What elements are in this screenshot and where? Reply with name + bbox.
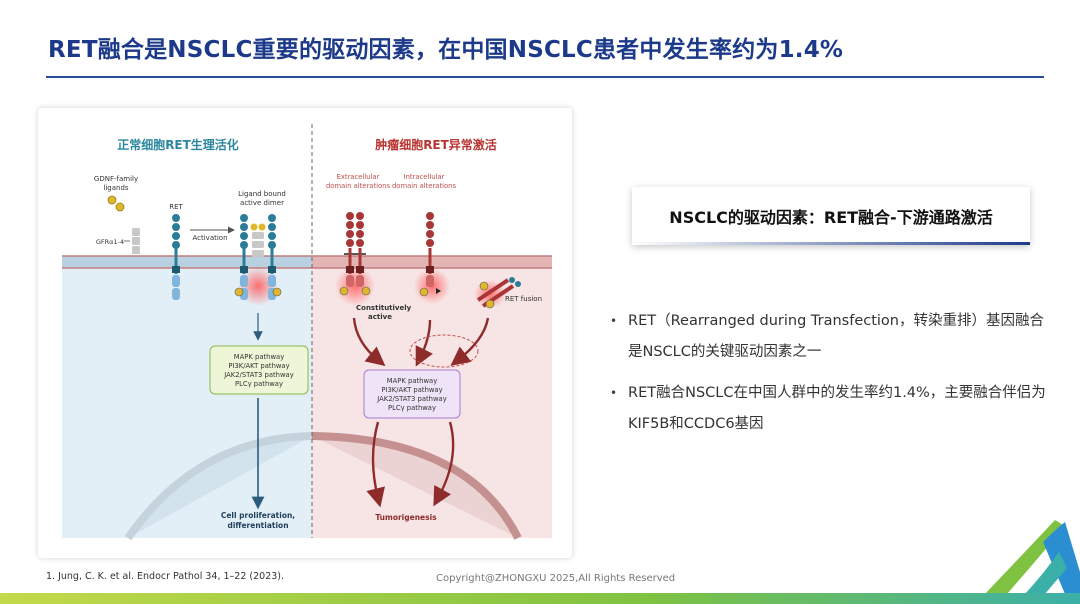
normal-nucleus <box>124 432 313 541</box>
normal-pathway-box <box>209 345 309 395</box>
svg-text:GFRα1-4: GFRα1-4 <box>96 238 124 246</box>
svg-text:MAPK pathway: MAPK pathway <box>234 353 284 361</box>
ligand-dot <box>107 195 117 205</box>
svg-text:JAK2/STAT3 pathway: JAK2/STAT3 pathway <box>223 371 294 379</box>
svg-text:active dimer: active dimer <box>240 199 284 207</box>
svg-text:Intracellular: Intracellular <box>404 173 445 181</box>
svg-text:Ligand bound: Ligand bound <box>238 190 286 198</box>
svg-text:Extracellular: Extracellular <box>337 173 380 181</box>
copyright-notice: Copyright@ZHONGXU 2025,All Rights Reserv… <box>436 573 676 584</box>
callout-text: NSCLC的驱动因素：RET融合-下游通路激活 <box>669 208 993 227</box>
tumor-pathway-box <box>363 369 461 419</box>
footer-band <box>0 593 1080 604</box>
svg-text:Tumorigenesis: Tumorigenesis <box>375 513 437 522</box>
slide-title: RET融合是NSCLC重要的驱动因素，在中国NSCLC患者中发生率约为1.4% <box>48 37 844 63</box>
svg-text:MAPK pathway: MAPK pathway <box>387 377 437 385</box>
reference-citation: 1. Jung, C. K. et al. Endocr Pathol 34, … <box>46 571 285 582</box>
mutant-ret-monomer <box>414 212 450 304</box>
tumor-nucleus <box>311 432 522 540</box>
gfr-coreceptor <box>132 228 140 236</box>
svg-text:PI3K/AKT pathway: PI3K/AKT pathway <box>228 362 289 370</box>
bullet-item: RET（Rearranged during Transfection，转染重排）… <box>608 306 1048 368</box>
ret-monomer <box>172 214 180 249</box>
svg-text:PLCγ pathway: PLCγ pathway <box>235 380 283 388</box>
tumor-membrane <box>312 256 552 268</box>
ret-pathway-figure: 正常细胞RET生理活化 肿瘤细胞RET异常激活 GDNF-family liga… <box>38 108 572 558</box>
ret-dimer <box>234 214 282 306</box>
svg-text:Cell proliferation,: Cell proliferation, <box>221 511 295 520</box>
mutant-ret-dimer <box>335 212 375 306</box>
svg-text:RET fusion: RET fusion <box>505 295 542 303</box>
svg-text:PLCγ pathway: PLCγ pathway <box>388 404 436 412</box>
bullet-list: RET（Rearranged during Transfection，转染重排）… <box>608 306 1048 450</box>
bullet-item: RET融合NSCLC在中国人群中的发生率约1.4%，主要融合伴侣为KIF5B和C… <box>608 378 1048 440</box>
ret-fusion-protein <box>474 277 521 309</box>
ligand-dot <box>115 202 125 212</box>
ret-pathway-diagram: 正常细胞RET生理活化 肿瘤细胞RET异常激活 GDNF-family liga… <box>38 108 572 558</box>
tumor-panel-header: 肿瘤细胞RET异常激活 <box>375 137 497 152</box>
svg-text:domain alterations: domain alterations <box>326 182 390 190</box>
svg-text:RET: RET <box>169 203 183 211</box>
svg-text:ligands: ligands <box>103 184 129 192</box>
svg-text:active: active <box>368 313 392 321</box>
normal-membrane <box>62 256 312 268</box>
highlight-ellipse <box>409 334 479 368</box>
svg-text:JAK2/STAT3 pathway: JAK2/STAT3 pathway <box>376 395 447 403</box>
svg-text:domain alterations: domain alterations <box>392 182 456 190</box>
svg-text:Activation: Activation <box>192 234 227 242</box>
callout-underline <box>632 242 1030 245</box>
driver-callout: NSCLC的驱动因素：RET融合-下游通路激活 <box>632 187 1030 245</box>
svg-text:PI3K/AKT pathway: PI3K/AKT pathway <box>381 386 442 394</box>
title-divider <box>46 76 1044 78</box>
normal-panel-header: 正常细胞RET生理活化 <box>117 137 239 152</box>
svg-text:differentiation: differentiation <box>227 521 288 530</box>
zhongxu-logo-icon <box>985 520 1080 594</box>
svg-text:Constitutively: Constitutively <box>356 304 412 312</box>
svg-text:GDNF-family: GDNF-family <box>94 175 138 183</box>
